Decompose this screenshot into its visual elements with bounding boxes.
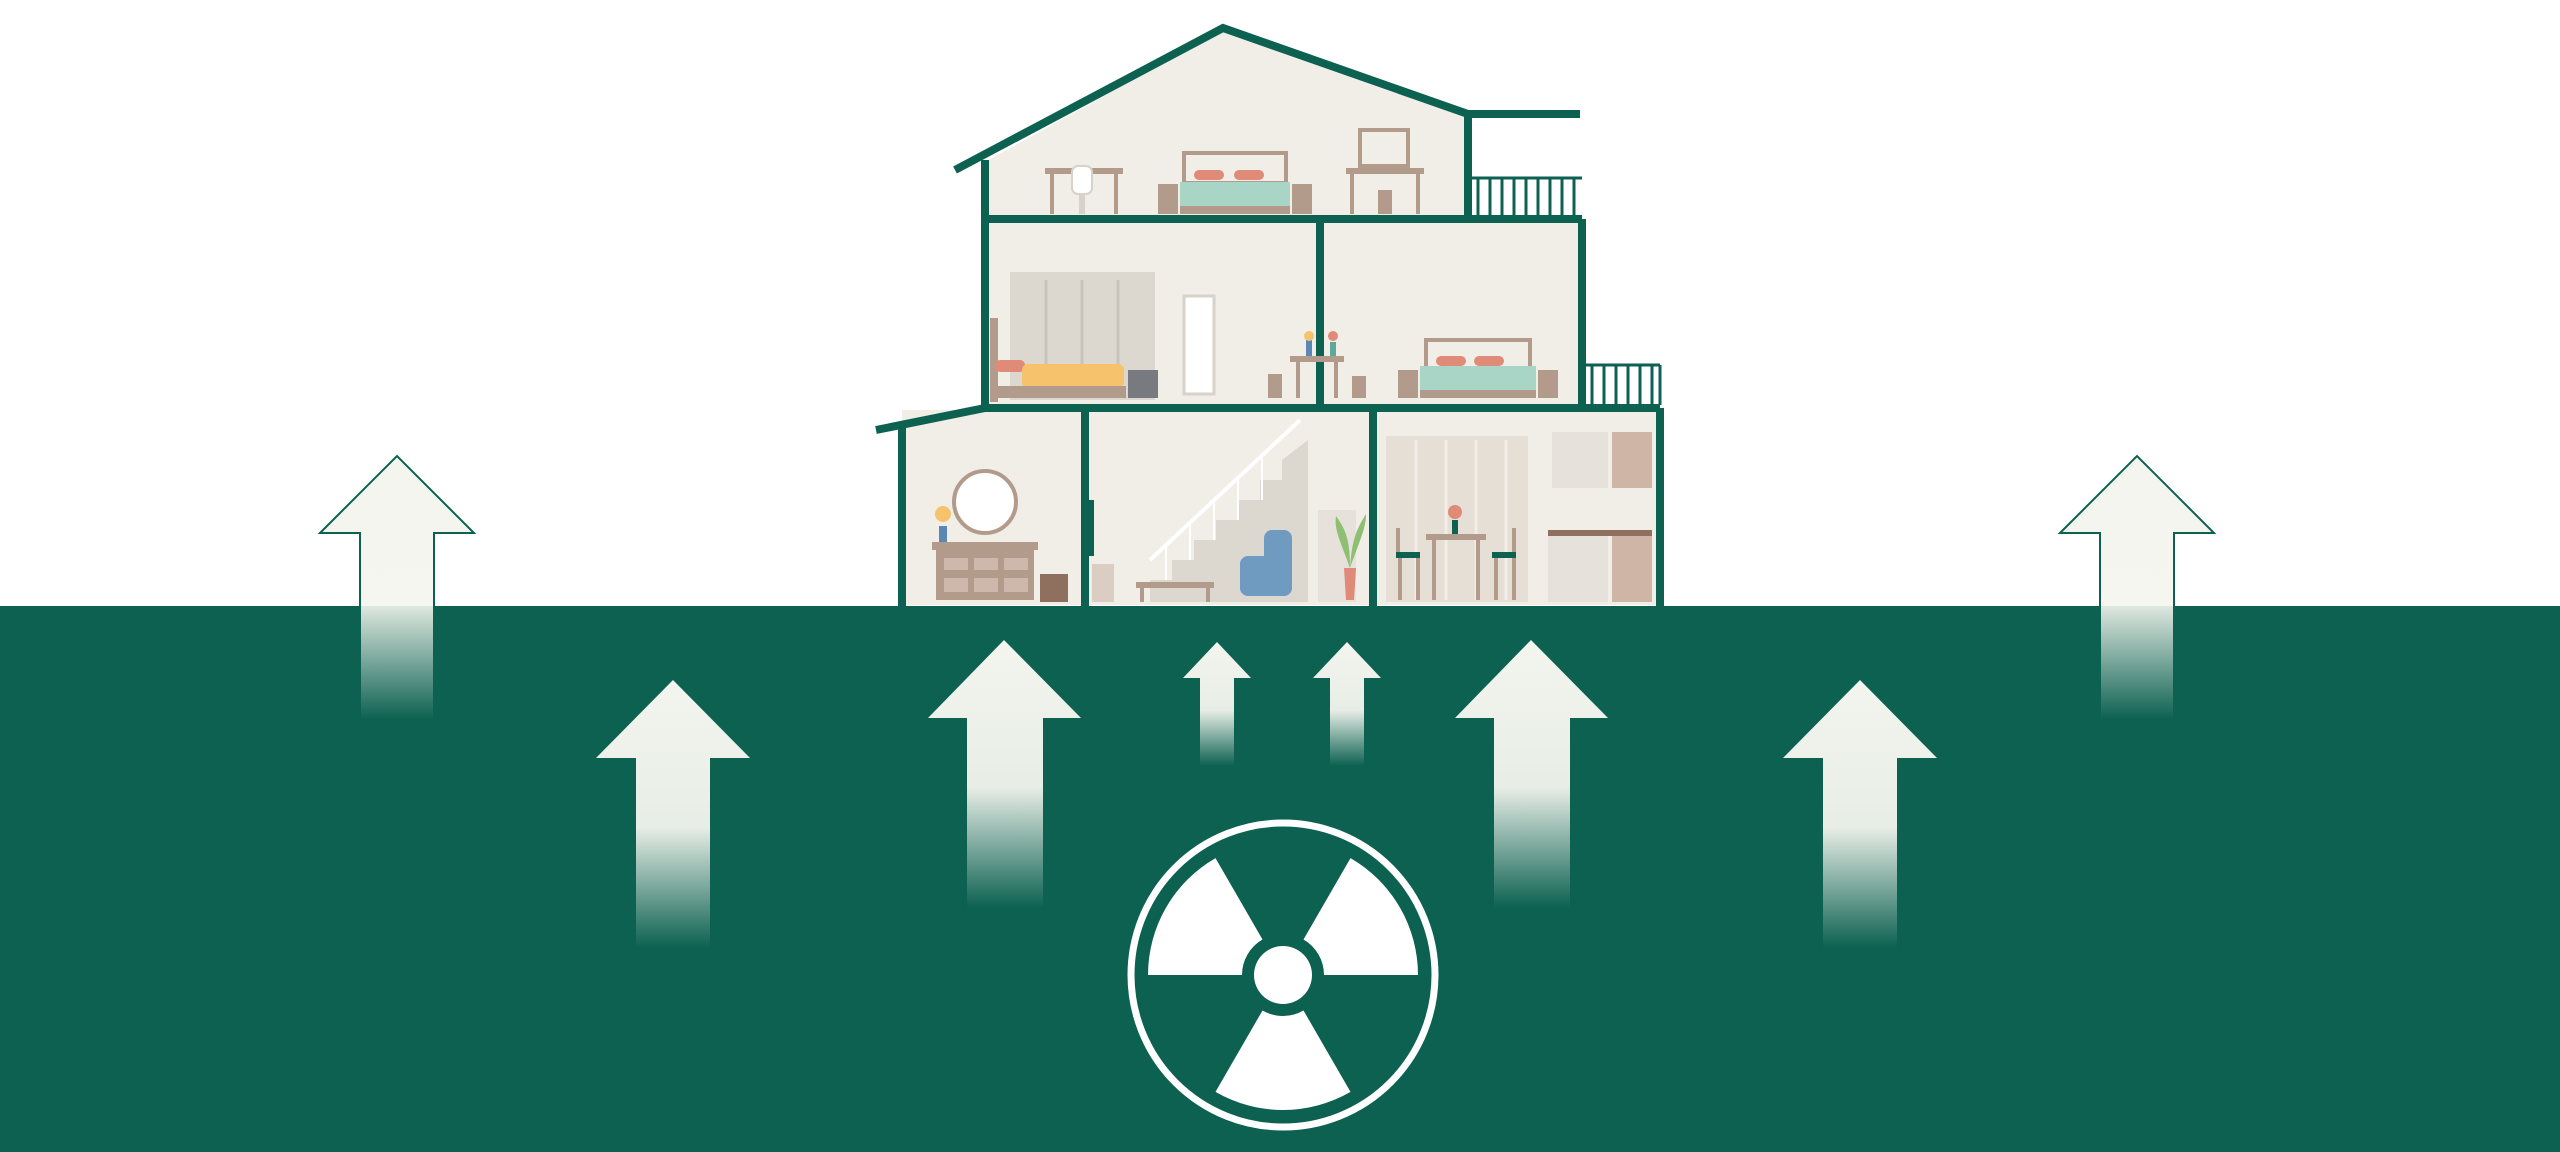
- radiation-trefoil-icon: [1127, 819, 1439, 1131]
- attic-furniture: [1045, 128, 1424, 214]
- up-arrow-icon: [1455, 640, 1608, 908]
- side-roof: [875, 404, 986, 434]
- up-arrow-icon: [1783, 680, 1937, 948]
- up-arrow-icon: [1183, 642, 1251, 766]
- radon-flow-arrows: [317, 454, 2217, 948]
- ground-floor-living: [1092, 416, 1366, 602]
- second-floor-balcony: [1582, 363, 1662, 405]
- second-floor-guest-room: [1398, 338, 1558, 398]
- ground-floor-entry: [932, 469, 1094, 602]
- second-floor-bedroom: [990, 272, 1366, 402]
- up-arrow-icon: [1313, 642, 1381, 766]
- attic-balcony: [1468, 176, 1582, 216]
- house-cross-section: [875, 23, 1664, 606]
- up-arrow-icon: [596, 680, 750, 948]
- roof-line: [953, 23, 1580, 174]
- up-arrow-icon: [317, 454, 477, 721]
- up-arrow-icon: [928, 640, 1081, 908]
- up-arrow-icon: [2057, 454, 2217, 721]
- ground-floor-kitchen: [1386, 432, 1652, 602]
